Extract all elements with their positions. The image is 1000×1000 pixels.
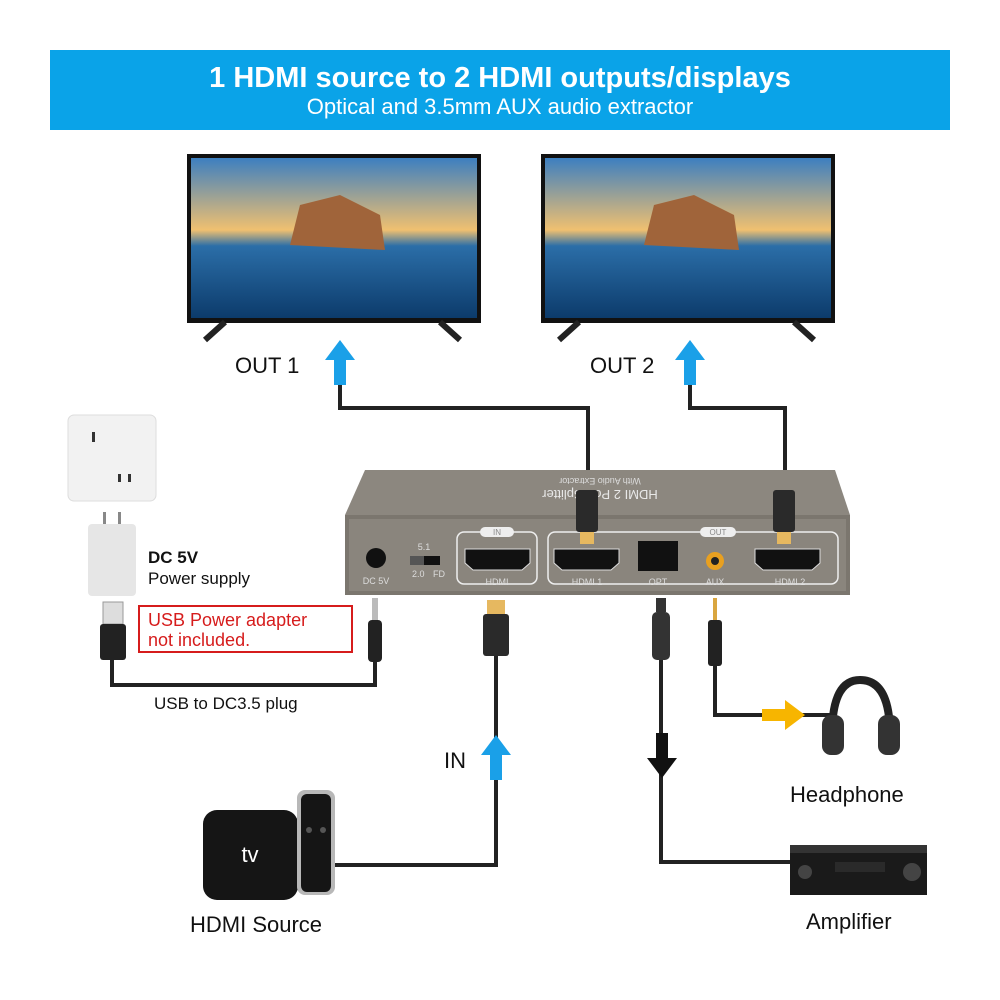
device-label: HDMI [486, 577, 509, 587]
headphone-label: Headphone [790, 782, 904, 807]
source-label: HDMI Source [190, 912, 323, 937]
amplifier-icon [790, 845, 927, 895]
device-label: HDMI 1 [572, 577, 603, 587]
device-label: With Audio Extractor [559, 476, 641, 486]
note-line1: USB Power adapter [148, 610, 308, 630]
optical-plug-icon [652, 598, 670, 660]
hdmi-splitter-device: HDMI 2 Port Splitter With Audio Extracto… [345, 470, 850, 595]
hdmi-cable-out2 [688, 385, 787, 500]
device-label: DC 5V [363, 576, 390, 586]
usb-plug-icon [100, 601, 126, 660]
device-label: tv [241, 842, 258, 867]
out2-label: OUT 2 [590, 353, 655, 378]
hdmi-cable-out1 [338, 385, 590, 500]
hdmi-plug-in-icon [483, 600, 509, 656]
power-title: DC 5V [148, 548, 199, 567]
device-label: HDMI 2 [775, 577, 806, 587]
device-label: IN [493, 528, 501, 537]
header-banner: 1 HDMI source to 2 HDMI outputs/displays… [50, 50, 950, 130]
device-label: OPT [649, 577, 668, 587]
device-label: 5.1 [418, 542, 431, 552]
device-label: AUX [706, 577, 725, 587]
aux-plug-icon [708, 598, 722, 666]
title: 1 HDMI source to 2 HDMI outputs/displays [209, 62, 791, 94]
arrow-up-in-icon [481, 735, 511, 780]
power-adapter-icon [88, 512, 136, 596]
arrow-up-out1-icon [325, 340, 355, 385]
headphone-icon [822, 675, 900, 755]
tv-2-icon [541, 154, 835, 343]
device-label: FD [433, 569, 445, 579]
wall-outlet-icon [67, 414, 157, 502]
dc-plug-icon [368, 598, 382, 662]
arrow-up-out2-icon [675, 340, 705, 385]
subtitle: Optical and 3.5mm AUX audio extractor [306, 94, 694, 119]
in-label: IN [444, 748, 466, 773]
note-line2: not included. [148, 630, 251, 650]
apple-tv-icon: tv [203, 810, 298, 900]
arrow-down-icon [647, 733, 677, 778]
cable-label: USB to DC3.5 plug [154, 694, 298, 713]
adapter-note: USB Power adapter not included. [138, 605, 353, 653]
tv-1-icon [187, 154, 481, 343]
power-subtitle: Power supply [148, 569, 251, 588]
remote-icon [297, 790, 335, 895]
out1-label: OUT 1 [235, 353, 300, 378]
device-label: HDMI 2 Port Splitter [542, 487, 658, 502]
device-label: 2.0 [412, 569, 425, 579]
arrow-right-orange-icon [762, 700, 805, 730]
device-label: OUT [710, 528, 727, 537]
amplifier-label: Amplifier [806, 909, 892, 934]
